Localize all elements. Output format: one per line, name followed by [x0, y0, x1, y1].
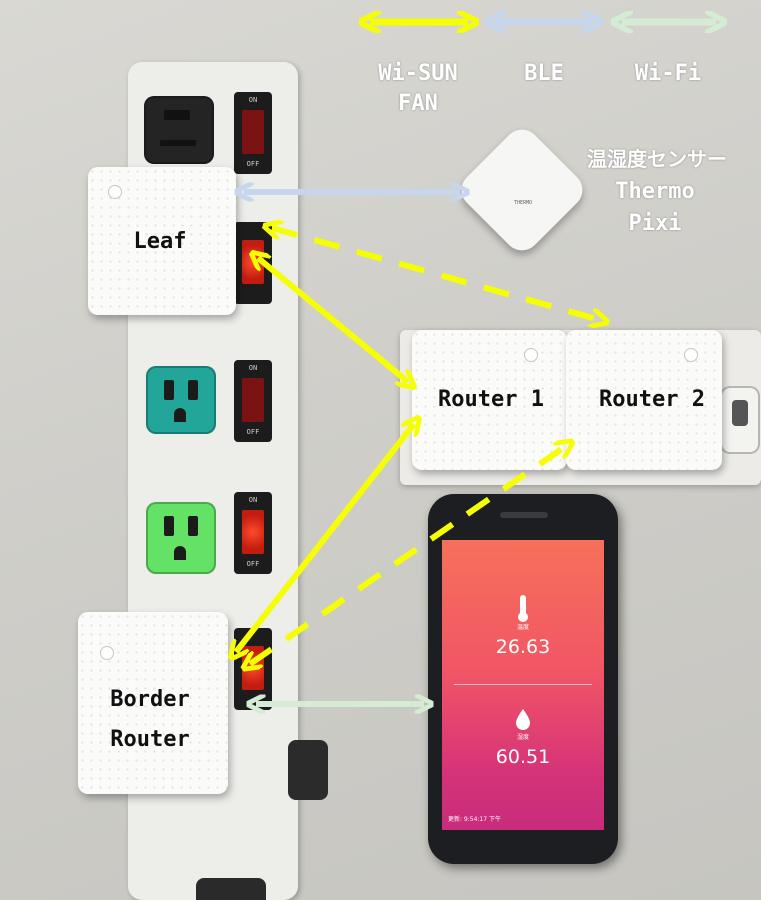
legend-label-ble: BLE	[524, 61, 564, 86]
switch-rocker	[242, 110, 264, 154]
legend-label-wifi: Wi-Fi	[634, 61, 702, 86]
border-router-module	[78, 612, 228, 794]
router-2-label: Router 2	[599, 387, 705, 412]
humidity-value: 60.51	[495, 746, 551, 768]
wisun-link-leaf-router2	[272, 228, 600, 320]
cable	[288, 740, 328, 800]
router-2-module	[566, 330, 722, 470]
wisun-link-leaf-router1	[258, 258, 408, 382]
switch-on-label: ON	[248, 96, 258, 104]
border-router-label-line1: Border	[110, 687, 190, 712]
module-button	[100, 646, 114, 660]
power-switch-1[interactable]: ON OFF	[234, 92, 272, 174]
router-1-label: Router 1	[438, 387, 544, 412]
border-router-label-line2: Router	[110, 727, 190, 752]
wisun-link-border-router2	[250, 446, 566, 664]
sensor-label-line2: Thermo	[615, 179, 695, 204]
phone-divider	[454, 684, 592, 685]
sensor-device-text: THERMO	[513, 200, 533, 206]
droplet-icon	[516, 709, 530, 730]
switch-off-label: OFF	[246, 160, 260, 168]
humidity-label: 湿度	[516, 734, 529, 741]
module-button	[684, 348, 698, 362]
update-status: 更新: 9:54:17 下午	[448, 816, 501, 823]
legend-label-wisun-line2: FAN	[398, 91, 438, 116]
leaf-label: Leaf	[133, 229, 187, 254]
sensor-label-line3: Pixi	[628, 211, 682, 236]
module-button	[108, 185, 122, 199]
leaf-module	[88, 167, 236, 315]
power-plug	[196, 878, 266, 900]
legend-label-wisun-line1: Wi-SUN	[378, 61, 458, 86]
outlet-white	[720, 386, 760, 454]
module-button	[524, 348, 538, 362]
wisun-link-border-router1	[236, 424, 414, 652]
sensor-label-line1: 温湿度センサー	[587, 147, 727, 171]
outlet-teal	[146, 366, 216, 434]
outlet-green	[146, 502, 216, 574]
outlet-black	[144, 96, 214, 164]
